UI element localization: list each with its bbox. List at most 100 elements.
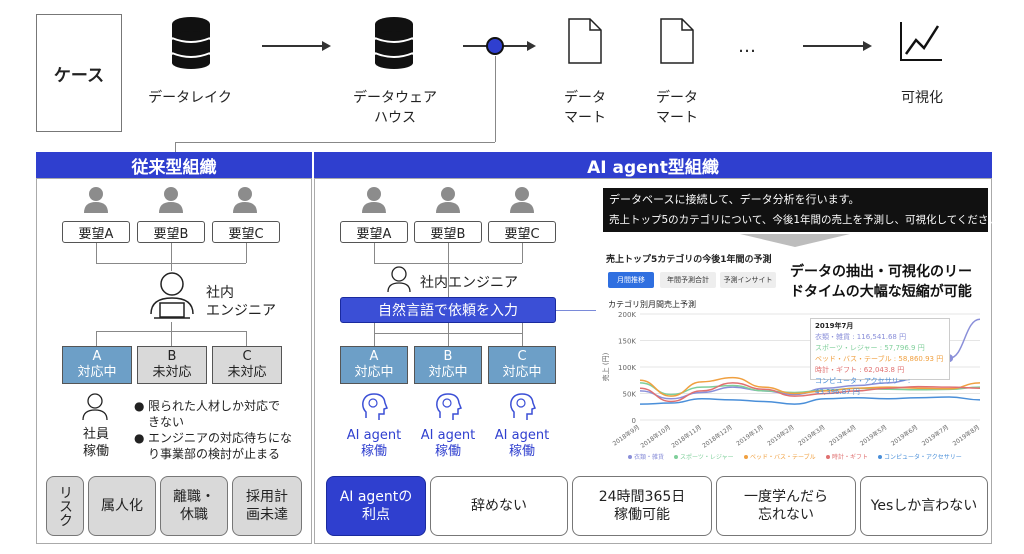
- tab-monthly[interactable]: 月間推移: [608, 272, 654, 288]
- benefit-text: 忘れない: [758, 507, 814, 523]
- y-tick-label: 100K: [618, 364, 636, 372]
- connector-v: [96, 243, 97, 263]
- dwh-label: データウェア ハウス: [345, 88, 445, 128]
- legend-label: 衣類・雑貨: [634, 453, 664, 460]
- employee-label-line2: 稼働: [82, 444, 109, 459]
- tooltip-row: 衣類・雑貨 : 116,541.68 円: [815, 333, 907, 341]
- status-state: 未対応: [152, 365, 192, 380]
- series-line: [639, 376, 981, 397]
- connector-h: [96, 263, 246, 264]
- database-icon-lake: [171, 17, 211, 69]
- request-box: 要望B: [137, 221, 205, 243]
- person-icon: [362, 187, 386, 213]
- dashboard-title: 売上トップ5カテゴリの今後1年間の予測: [606, 255, 772, 265]
- x-tick-label: 2018年11月: [670, 423, 703, 450]
- mart-label-line1: データ: [564, 90, 606, 106]
- document-icon-mart1: [568, 18, 602, 64]
- risk-label: リスク: [46, 476, 84, 536]
- tooltip-date: 2019年7月: [815, 322, 854, 330]
- connector-v: [522, 323, 523, 333]
- request-box: 要望A: [340, 221, 408, 243]
- benefit-label-line2: 利点: [361, 507, 390, 523]
- ai-brain-icon: [510, 393, 536, 420]
- benefit-text: 24時間365日: [598, 489, 686, 505]
- connector-v: [374, 243, 375, 263]
- engineer-small-icon: [387, 266, 411, 293]
- agent-label-line2: 稼働: [508, 444, 535, 459]
- status-state: 対応中: [354, 365, 394, 380]
- document-icon-mart2: [660, 18, 694, 64]
- connector-h: [556, 310, 596, 311]
- engineer-label: 社内 エンジニア: [206, 284, 276, 320]
- agent-label-line2: 稼働: [434, 444, 461, 459]
- flow-arrow-head: [863, 41, 872, 51]
- status-state: 対応中: [502, 365, 542, 380]
- tooltip-row: コンピュータ・アクセサリー : 43,396.87 円: [815, 377, 911, 396]
- bullet-list: ●限られた人材しか対応できない ●エンジニアの対応待ちになり事業部の検討が止まる: [134, 398, 310, 462]
- employee-icon: [82, 393, 108, 421]
- legend-label: ベッド・バス・テーブル: [750, 453, 816, 460]
- dwh-label-line2: ハウス: [374, 110, 416, 126]
- flow-arrow-line: [262, 45, 324, 47]
- bullet-text: きない: [148, 415, 185, 429]
- chart-tooltip: 2019年7月 衣類・雑貨 : 116,541.68 円スポーツ・レジャー : …: [810, 318, 950, 396]
- person-icon: [159, 187, 183, 213]
- y-tick-label: 0: [632, 417, 636, 425]
- ellipsis: …: [738, 36, 756, 57]
- risk-box: 属人化: [88, 476, 156, 536]
- benefit-box: 一度学んだら忘れない: [716, 476, 856, 536]
- person-icon: [510, 187, 534, 213]
- x-tick-label: 2018年12月: [701, 423, 734, 450]
- status-letter: B: [443, 349, 453, 364]
- natural-language-input-box: 自然言語で依頼を入力: [340, 297, 556, 323]
- tab-insight[interactable]: 予測インサイト: [720, 272, 776, 288]
- connector-v: [175, 142, 176, 152]
- status-letter: C: [242, 349, 252, 364]
- status-letter: A: [369, 349, 379, 364]
- bullet-item: ●エンジニアの対応待ちになり事業部の検討が止まる: [134, 431, 293, 461]
- mart-label-line2: マート: [656, 110, 698, 126]
- callout-text: データの抽出・可視化のリー ドタイムの大幅な短縮が可能: [790, 262, 972, 302]
- legend-marker: [744, 455, 748, 459]
- ai-header: AI agent型組織: [314, 152, 992, 178]
- engineer-label-line1: 社内: [206, 285, 234, 301]
- ai-brain-icon: [362, 393, 388, 420]
- benefit-text: 一度学んだら: [744, 489, 828, 505]
- x-tick-label: 2019年8月: [951, 423, 981, 447]
- junction-dot: [486, 37, 504, 55]
- tooltip-row: 時計・ギフト : 62,043.8 円: [815, 366, 905, 374]
- benefit-text: 辞めない: [471, 498, 527, 514]
- connector-v: [246, 331, 247, 346]
- visualize-label: 可視化: [901, 90, 943, 106]
- series-line: [639, 382, 981, 396]
- risk-text: 画未達: [246, 507, 288, 523]
- connector-v: [171, 322, 172, 346]
- prompt-line1: データベースに接続して、データ分析を行います。: [609, 193, 860, 206]
- callout-line2: ドタイムの大幅な短縮が可能: [790, 284, 972, 300]
- line-chart-icon: [900, 22, 942, 61]
- mart-label-1: データ マート: [545, 88, 625, 128]
- status-state: 対応中: [77, 365, 117, 380]
- risk-text: 属人化: [101, 498, 143, 514]
- x-tick-label: 2018年10月: [639, 423, 672, 450]
- tab-annual[interactable]: 年間予測合計: [660, 272, 716, 288]
- agent-label-line1: AI agent: [346, 428, 402, 443]
- x-tick-label: 2018年9月: [611, 423, 641, 447]
- agent-label-line1: AI agent: [494, 428, 550, 443]
- connector-v: [374, 323, 375, 333]
- prompt-down-arrow: [740, 234, 850, 247]
- traditional-header: 従来型組織: [36, 152, 312, 178]
- connector-v: [171, 243, 172, 271]
- legend-marker: [878, 455, 882, 459]
- connector-v: [495, 56, 496, 142]
- person-icon: [84, 187, 108, 213]
- benefit-text: Yesしか言わない: [870, 498, 978, 514]
- connector-v: [522, 333, 523, 346]
